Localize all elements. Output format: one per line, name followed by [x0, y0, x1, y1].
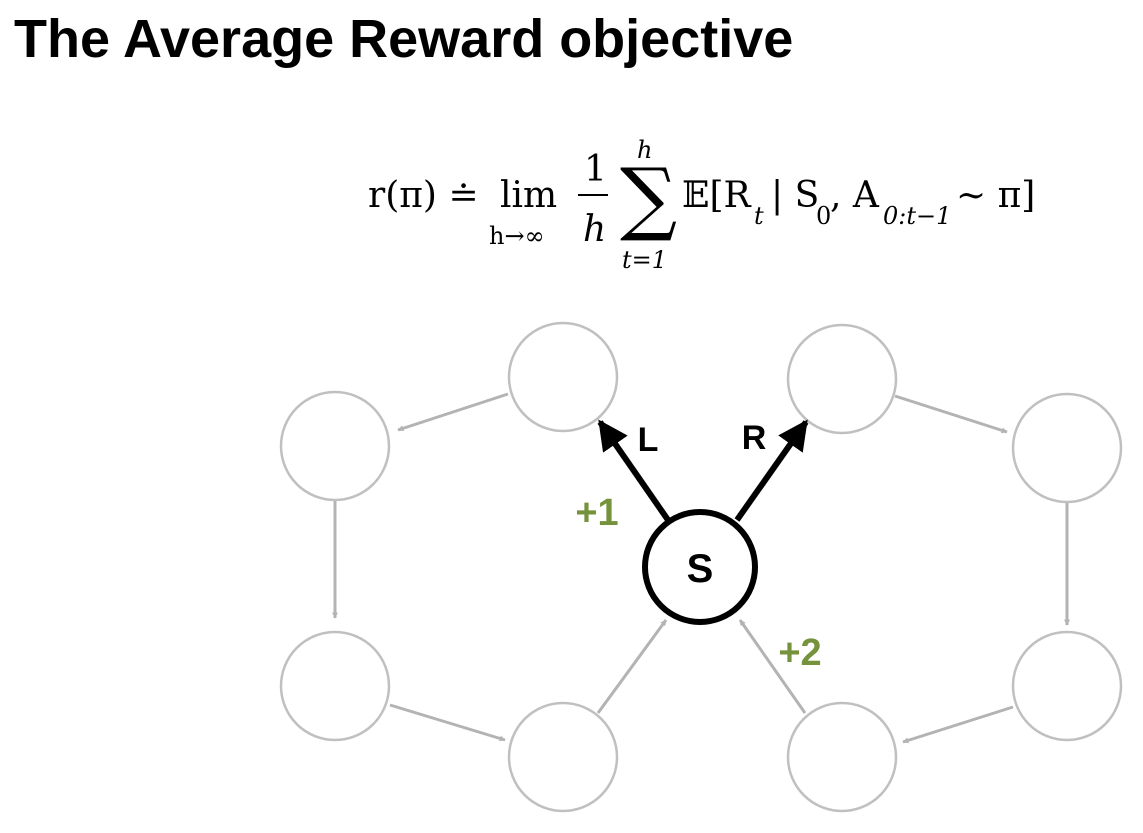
formula-sum-upper-limit: h	[637, 136, 653, 164]
start-state-node	[642, 509, 758, 625]
formula-lim: lim	[500, 175, 558, 216]
formula-lim-subscript: h→∞	[489, 222, 545, 250]
left-action-label: L	[638, 421, 659, 459]
right-loop-edge-bottom	[902, 705, 1014, 744]
left-loop-edge-bottom	[389, 703, 506, 742]
left-loop-state-lower	[279, 630, 391, 742]
right-loop-state-upper	[1011, 392, 1123, 504]
formula-action-subscript: 0:t−1	[883, 202, 952, 230]
formula-reward-subscript: t	[754, 202, 764, 230]
left-loop-edge-return	[596, 619, 668, 714]
left-loop-state-upper	[279, 390, 391, 502]
slide-title: The Average Reward objective	[14, 9, 794, 69]
left-loop-edge-top	[397, 392, 509, 432]
left-reward-label: +1	[575, 492, 618, 534]
formula-expectation-open: 𝔼[R	[682, 175, 751, 216]
formula-sum-lower-limit: t=1	[622, 246, 668, 274]
formula-sum-symbol: ∑	[620, 151, 678, 244]
formula-fraction-denominator: h	[583, 209, 607, 250]
formula-tail: ∼ π]	[956, 175, 1036, 216]
right-reward-label: +2	[778, 632, 821, 674]
left-loop-state-bottom	[507, 701, 619, 813]
formula-given: | S	[771, 175, 820, 216]
right-loop-state-top	[786, 323, 898, 435]
start-state-label: S	[687, 547, 714, 591]
formula-fraction-bar	[578, 194, 608, 196]
right-action-arrow	[734, 419, 809, 522]
average-reward-formula: r(π) ≐ lim h→∞ 1 h h ∑ t=1 𝔼[R t | S 0 ,…	[0, 0, 1143, 300]
right-loop-edge-return	[738, 619, 807, 714]
formula-action: , A	[830, 175, 879, 216]
left-loop-state-top	[507, 321, 619, 433]
formula-state-subscript: 0	[816, 202, 832, 230]
formula-fraction-numerator: 1	[584, 149, 607, 190]
right-loop-edge-top	[894, 394, 1008, 434]
right-loop-state-lower	[1011, 630, 1123, 742]
right-action-label: R	[742, 419, 767, 457]
right-loop-state-bottom	[786, 701, 898, 813]
left-action-arrow	[597, 419, 671, 522]
formula-lhs: r(π) ≐	[368, 175, 479, 216]
